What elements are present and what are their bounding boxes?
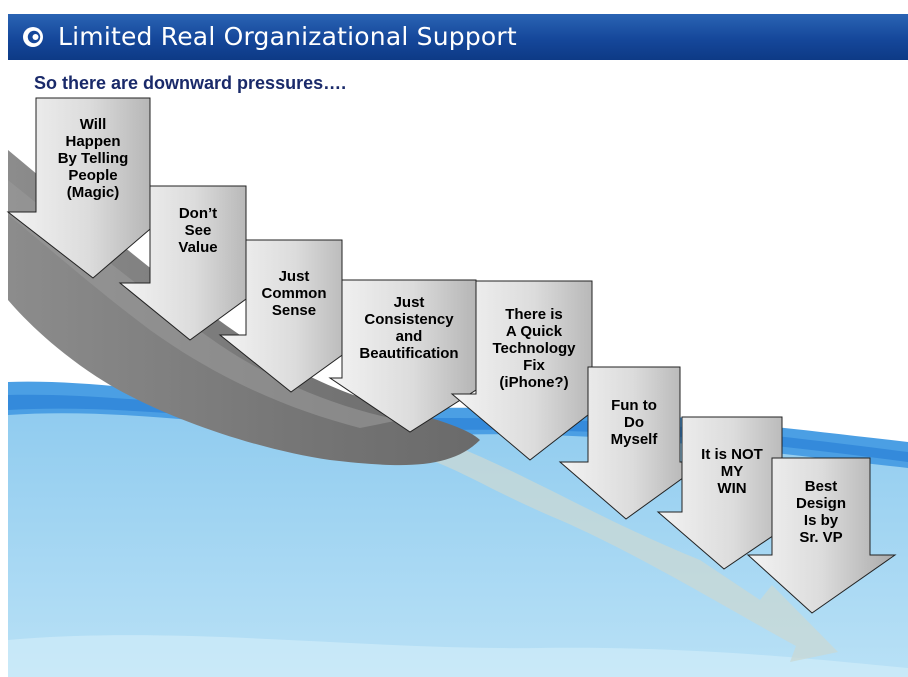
step-label-value: Don’t See Value	[178, 205, 218, 256]
eye-logo-icon	[23, 27, 43, 47]
flow-arrow	[430, 440, 838, 662]
step-arrow-common-sense	[218, 239, 372, 393]
step-label-sr-vp: Best Design Is by Sr. VP	[795, 478, 846, 546]
gray-stream	[8, 150, 480, 466]
step-arrow-fun	[558, 366, 707, 520]
step-label-not-my-win: It is NOT MY WIN	[701, 446, 763, 497]
step-arrow-magic	[6, 97, 172, 279]
step-label-tech-fix: There is A Quick Technology Fix (iPhone?…	[492, 306, 576, 391]
step-label-consistency: Just Consistency and Beautification	[359, 294, 459, 362]
step-label-fun: Fun to Do Myself	[610, 397, 658, 448]
step-arrow-value	[118, 185, 270, 341]
water-foam	[8, 635, 908, 677]
step-label-magic: Will Happen By Telling People (Magic)	[57, 116, 129, 201]
page-title: Limited Real Organizational Support	[58, 22, 517, 51]
subtitle: So there are downward pressures….	[34, 73, 347, 93]
step-arrow-sr-vp	[746, 457, 897, 614]
title-bar: Limited Real Organizational Support	[8, 14, 908, 60]
step-label-common-sense: Just Common Sense	[261, 268, 327, 319]
step-arrow-tech-fix	[450, 280, 617, 461]
step-arrow-not-my-win	[656, 416, 810, 570]
